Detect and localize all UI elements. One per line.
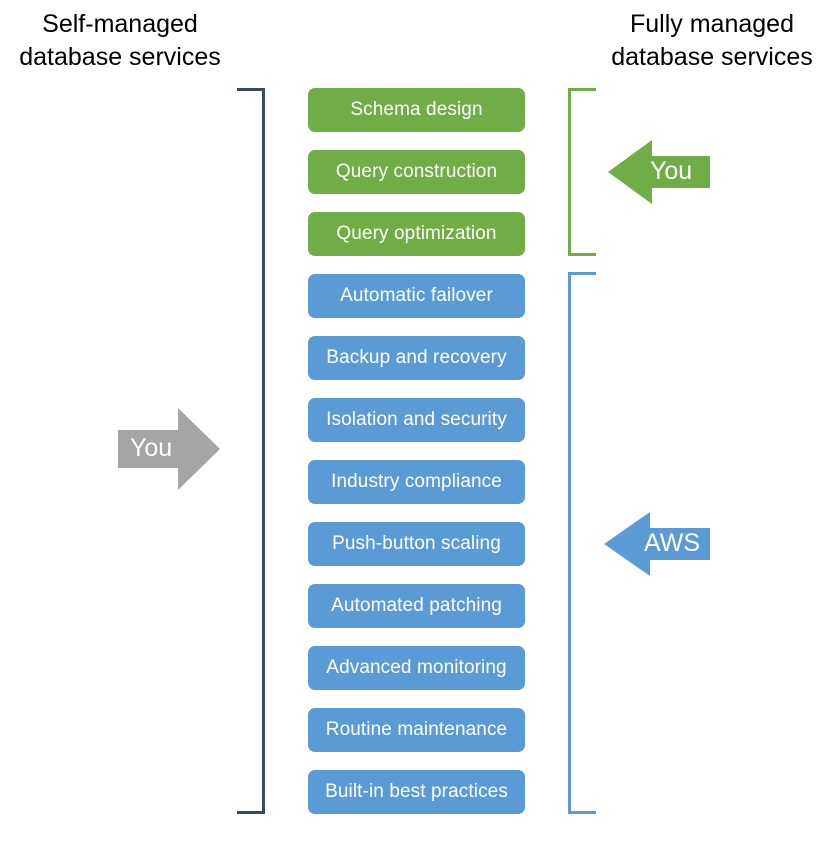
arrow-you-fully-managed: You	[608, 140, 710, 204]
bracket-self-managed-scope	[237, 88, 265, 814]
arrow-aws: AWS	[604, 512, 710, 576]
arrow-left-icon	[608, 140, 710, 204]
task-box-automatic-failover[interactable]: Automatic failover	[308, 274, 525, 318]
task-box-push-button-scaling[interactable]: Push-button scaling	[308, 522, 525, 566]
arrow-you-self-managed: You	[118, 408, 220, 490]
task-box-query-construction[interactable]: Query construction	[308, 150, 525, 194]
task-box-automated-patching[interactable]: Automated patching	[308, 584, 525, 628]
task-box-query-optimization[interactable]: Query optimization	[308, 212, 525, 256]
arrow-right-icon	[118, 408, 220, 490]
heading-self-managed: Self-managed database services	[19, 10, 221, 71]
arrow-left-icon	[604, 512, 710, 576]
task-box-built-in-best-practices[interactable]: Built-in best practices	[308, 770, 525, 814]
task-box-backup-and-recovery[interactable]: Backup and recovery	[308, 336, 525, 380]
bracket-aws-responsibility	[568, 272, 596, 814]
task-box-schema-design[interactable]: Schema design	[308, 88, 525, 132]
heading-fully-managed: Fully managed database services	[611, 10, 813, 71]
bracket-customer-responsibility	[568, 88, 596, 256]
task-box-advanced-monitoring[interactable]: Advanced monitoring	[308, 646, 525, 690]
task-box-isolation-and-security[interactable]: Isolation and security	[308, 398, 525, 442]
task-box-industry-compliance[interactable]: Industry compliance	[308, 460, 525, 504]
task-box-routine-maintenance[interactable]: Routine maintenance	[308, 708, 525, 752]
